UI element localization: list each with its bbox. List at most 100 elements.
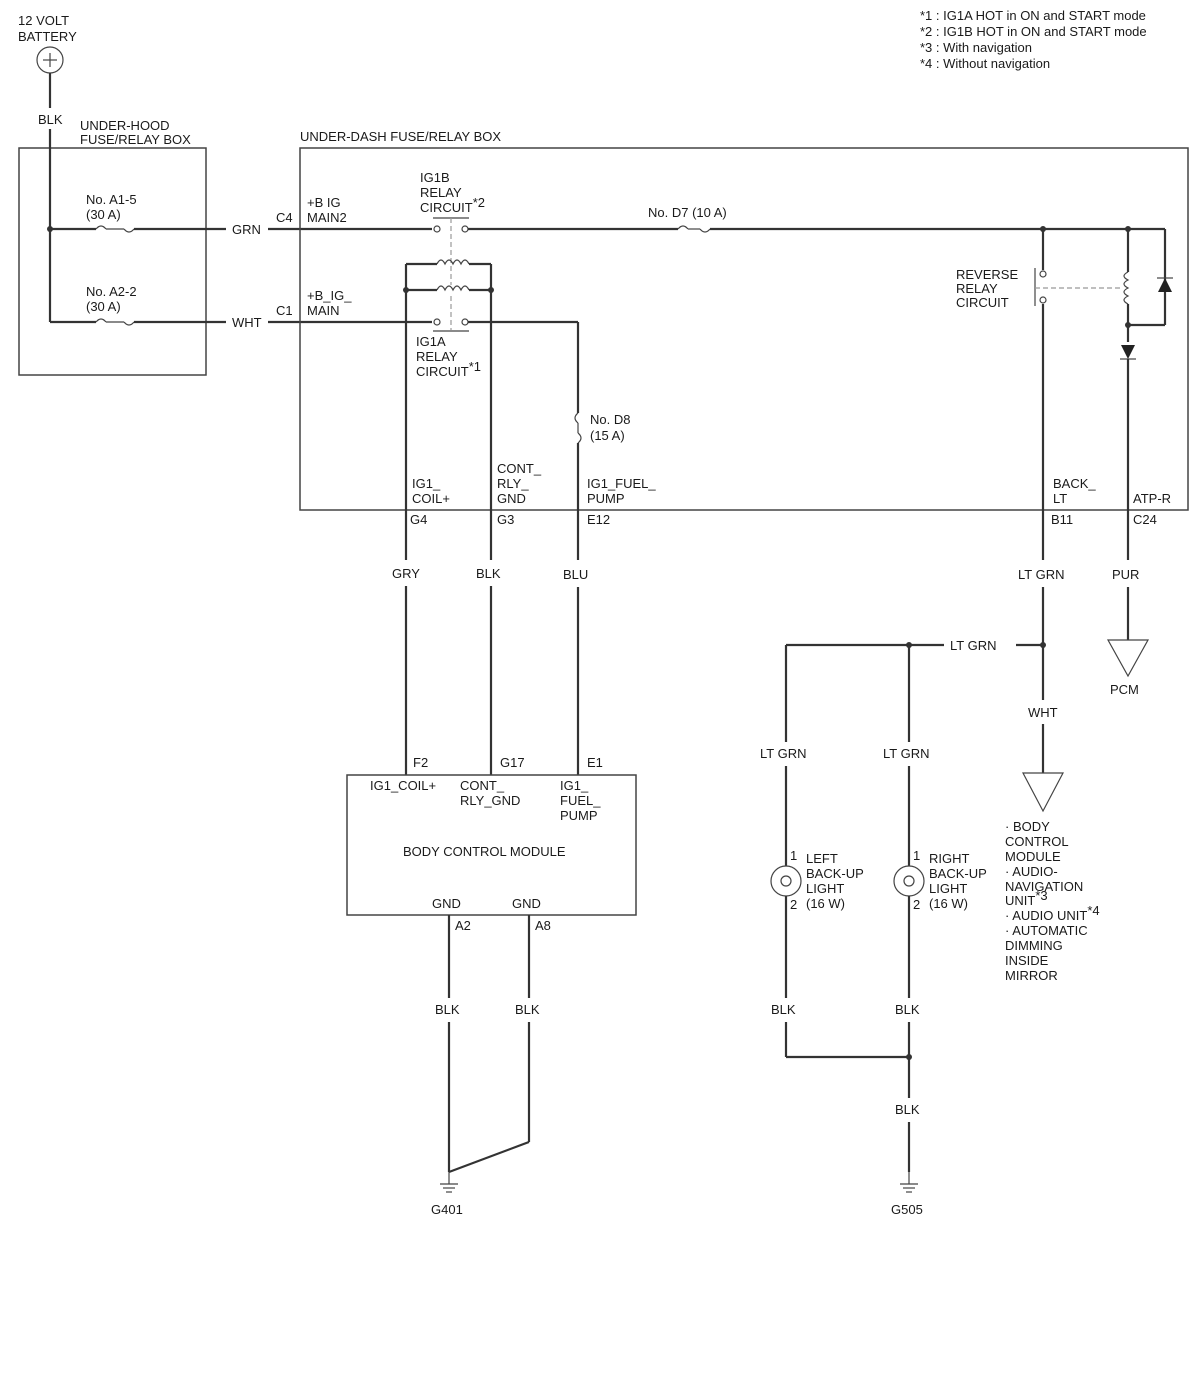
- fuse-a2-2-icon: [95, 318, 135, 326]
- wire-a8-join: [448, 1140, 530, 1174]
- wire-color-lt-grn-horizontal: LT GRN: [950, 638, 996, 653]
- wire-color-pur: PUR: [1112, 567, 1139, 582]
- battery-wire-color: BLK: [38, 112, 63, 127]
- bcm-gnd-label-a8: GND: [512, 896, 541, 911]
- bcm-gnd-label-a2: GND: [432, 896, 461, 911]
- fuse-a1-5-rating: (30 A): [86, 207, 121, 222]
- bcm-feed-wires: GRY BLK BLU: [392, 566, 588, 775]
- battery: 12 VOLT BATTERY BLK: [18, 13, 77, 127]
- fuse-a1-5-number: No. A1-5: [86, 192, 137, 207]
- bcm-pin-a8: A8: [535, 918, 551, 933]
- bcm-cont-rly-gnd-label-1: CONT_: [460, 778, 505, 793]
- b-ig-main-label-2: MAIN: [307, 303, 340, 318]
- pin-ig1-fuel-pump-label-2: PUMP: [587, 491, 625, 506]
- wire-color-blk-a2: BLK: [435, 1002, 460, 1017]
- connector-c1: C1: [276, 303, 293, 318]
- wire-color-lt-grn-left: LT GRN: [760, 746, 806, 761]
- destination-line-4: · AUDIO-: [1005, 864, 1058, 879]
- destination-sup-nav: *3: [1035, 888, 1047, 903]
- fuse-d8-number: No. D8: [590, 412, 630, 427]
- left-bulb-icon: [770, 865, 802, 897]
- underhood-box: UNDER-HOOD FUSE/RELAY BOX No. A1-5 (30 A…: [18, 118, 207, 376]
- right-light-label-1: RIGHT: [929, 851, 970, 866]
- reverse-relay-label-2: RELAY: [956, 281, 998, 296]
- destination-line-10: INSIDE: [1005, 953, 1049, 968]
- left-light-label-2: BACK-UP: [806, 866, 864, 881]
- reverse-relay-label-1: REVERSE: [956, 267, 1018, 282]
- reverse-relay-label-3: CIRCUIT: [956, 295, 1009, 310]
- destination-line-8: · AUTOMATIC: [1005, 923, 1088, 938]
- wire-color-blk-g505: BLK: [895, 1102, 920, 1117]
- ig1b-relay-sup: *2: [473, 195, 485, 210]
- ig1a-relay-label-1: IG1A: [416, 334, 446, 349]
- destination-line-6: UNIT*3: [1005, 888, 1048, 908]
- left-light-label-4: (16 W): [806, 896, 845, 911]
- destination-line-2: CONTROL: [1005, 834, 1069, 849]
- ig1a-relay-label-3-text: CIRCUIT: [416, 364, 469, 379]
- bcm-title: BODY CONTROL MODULE: [403, 844, 566, 859]
- pin-atp-r-terminal: C24: [1133, 512, 1157, 527]
- underhood-title-1: UNDER-HOOD: [80, 118, 170, 133]
- connector-c4: C4: [276, 210, 293, 225]
- b-ig-main2-label-1: +B IG: [307, 195, 341, 210]
- body-control-module: F2 G17 E1 IG1_COIL+ CONT_ RLY_GND IG1_ F…: [346, 755, 637, 933]
- ig1b-relay-label-2: RELAY: [420, 185, 462, 200]
- ground-g401-icon: [440, 1172, 458, 1193]
- note-4: *4 : Without navigation: [920, 56, 1050, 71]
- bcm-pin-g17: G17: [500, 755, 525, 770]
- pin-back-lt-terminal: B11: [1051, 512, 1073, 527]
- ig1b-relay-label-3: CIRCUIT*2: [420, 195, 485, 215]
- fuse-d8-rating: (15 A): [590, 428, 625, 443]
- fuse-d7-icon: [677, 225, 711, 233]
- pin-ig1-coil-label-1: IG1_: [412, 476, 441, 491]
- pin-ig1-fuel-pump-label-1: IG1_FUEL_: [587, 476, 656, 491]
- fuse-a2-2-rating: (30 A): [86, 299, 121, 314]
- bcm-pin-e1: E1: [587, 755, 603, 770]
- right-bulb-pin-2: 2: [913, 897, 920, 912]
- pin-cont-rly-gnd-terminal: G3: [497, 512, 514, 527]
- fuse-a1-5-icon: [95, 225, 135, 233]
- left-backup-light: LT GRN 1 2 LEFT BACK-UP LIGHT (16 W) BLK: [760, 645, 909, 1059]
- left-bulb-pin-1: 1: [790, 848, 797, 863]
- left-light-label-1: LEFT: [806, 851, 838, 866]
- ig1a-relay-sup: *1: [469, 359, 481, 374]
- wire-color-grn: GRN: [232, 222, 261, 237]
- left-bulb-filament: [780, 875, 792, 887]
- bcm-ig1-fuel-pump-label-2: FUEL_: [560, 793, 601, 808]
- pin-ig1-coil-label-2: COIL+: [412, 491, 450, 506]
- wire-color-blu: BLU: [563, 567, 588, 582]
- right-light-label-4: (16 W): [929, 896, 968, 911]
- destination-line-7-text: · AUDIO UNIT: [1005, 908, 1087, 923]
- bcm-pin-f2: F2: [413, 755, 428, 770]
- note-2: *2 : IG1B HOT in ON and START mode: [920, 24, 1147, 39]
- destination-line-5: NAVIGATION: [1005, 879, 1083, 894]
- pcm-branch: PUR PCM: [1106, 567, 1150, 697]
- underdash-box-outline: [299, 147, 1189, 511]
- pcm-arrow-icon: [1106, 639, 1150, 678]
- right-bulb-icon: [893, 865, 925, 897]
- fuse-d7-label: No. D7 (10 A): [648, 205, 727, 220]
- note-1: *1 : IG1A HOT in ON and START mode: [920, 8, 1146, 23]
- right-bulb-pin-1: 1: [913, 848, 920, 863]
- fuse-a2-2-number: No. A2-2: [86, 284, 137, 299]
- destination-line-9: DIMMING: [1005, 938, 1063, 953]
- right-backup-light: LT GRN 1 2 RIGHT BACK-UP LIGHT (16 W) BL…: [883, 645, 987, 1217]
- bcm-ig1-fuel-pump-label-3: PUMP: [560, 808, 598, 823]
- battery-label-2: BATTERY: [18, 29, 77, 44]
- ig1a-relay-icon: [406, 285, 491, 332]
- destination-line-1: · BODY: [1005, 819, 1050, 834]
- right-light-label-3: LIGHT: [929, 881, 967, 896]
- splice-ground-g505: [906, 1054, 912, 1060]
- underhood-title-2: FUSE/RELAY BOX: [80, 132, 191, 147]
- wire-color-lt-grn-b11: LT GRN: [1018, 567, 1064, 582]
- left-bulb-pin-2: 2: [790, 897, 797, 912]
- bcm-ground-wires: BLK BLK G401: [431, 915, 540, 1217]
- pin-ig1-coil-terminal: G4: [410, 512, 427, 527]
- destination-line-6-text: UNIT: [1005, 893, 1035, 908]
- right-bulb-filament: [903, 875, 915, 887]
- wire-color-blk-left: BLK: [771, 1002, 796, 1017]
- bcm-outline: [346, 774, 637, 916]
- pin-cont-rly-gnd-label-1: CONT_: [497, 461, 542, 476]
- wire-color-wht-bottom: WHT: [1028, 705, 1058, 720]
